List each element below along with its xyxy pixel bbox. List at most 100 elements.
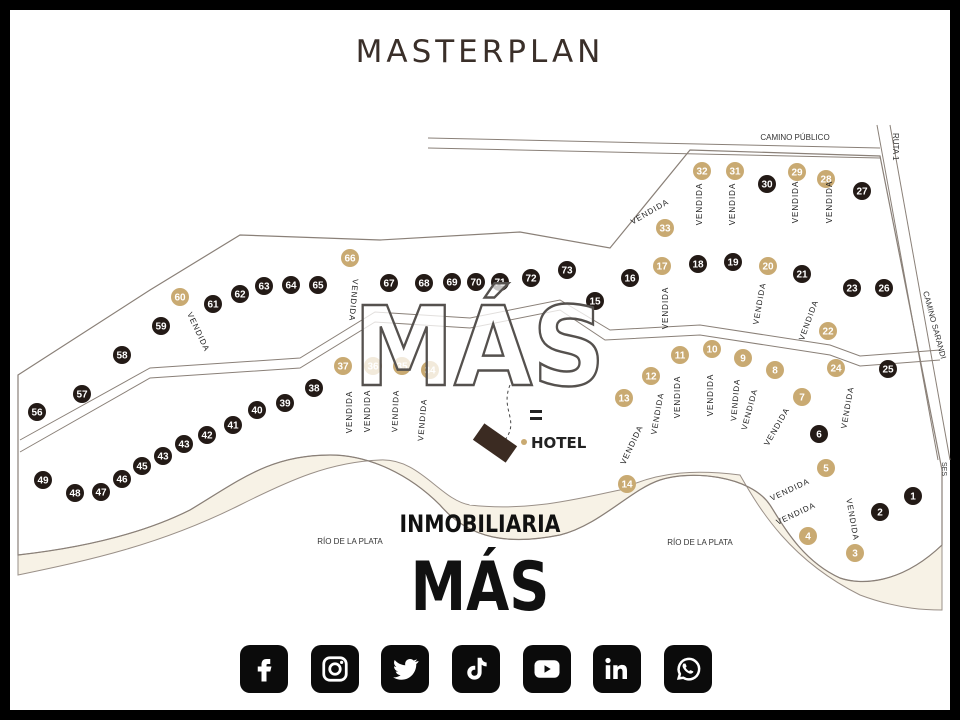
- lot-72[interactable]: 72: [522, 269, 540, 287]
- twitter-icon[interactable]: [381, 645, 430, 693]
- lot-64[interactable]: 64: [282, 276, 300, 294]
- lot-22-sold[interactable]: 22: [819, 322, 837, 340]
- lot-18[interactable]: 18: [689, 255, 707, 273]
- lot-8-sold[interactable]: 8: [766, 361, 784, 379]
- lot-41[interactable]: 41: [224, 416, 242, 434]
- youtube-icon[interactable]: [522, 645, 571, 693]
- lot-20-sold[interactable]: 20: [759, 257, 777, 275]
- lot-24-sold[interactable]: 24: [827, 359, 845, 377]
- lot-number: 32: [696, 167, 708, 178]
- facebook-icon[interactable]: [240, 645, 288, 693]
- lot-69[interactable]: 69: [443, 273, 461, 291]
- lot-9-sold[interactable]: 9: [734, 349, 752, 367]
- internal-road: [19, 299, 941, 441]
- lot-7-sold[interactable]: 7: [793, 388, 811, 406]
- lot-number: 24: [830, 364, 842, 375]
- lot-15[interactable]: 15: [586, 292, 604, 310]
- lot-17-sold[interactable]: 17: [653, 257, 671, 275]
- lot-badge: [656, 219, 674, 237]
- lot-2[interactable]: 2: [871, 503, 889, 521]
- lot-48[interactable]: 48: [66, 484, 84, 502]
- lot-26[interactable]: 26: [875, 279, 893, 297]
- whatsapp-icon[interactable]: [663, 645, 712, 693]
- lot-30[interactable]: 30: [758, 175, 776, 193]
- instagram-icon[interactable]: [310, 645, 359, 693]
- lot-43[interactable]: 43: [175, 435, 193, 453]
- lot-60-sold[interactable]: 60: [171, 288, 189, 306]
- lot-59[interactable]: 59: [152, 317, 170, 335]
- lot-badge: [334, 357, 352, 375]
- lot-46[interactable]: 46: [113, 470, 131, 488]
- lot-43[interactable]: 43: [154, 447, 172, 465]
- lot-number: 11: [675, 351, 686, 362]
- sold-label: VENDIDA: [661, 287, 670, 330]
- lot-65[interactable]: 65: [309, 276, 327, 294]
- lot-37-sold[interactable]: 37: [334, 357, 352, 375]
- lot-45[interactable]: 45: [133, 457, 151, 475]
- lot-32-sold[interactable]: 32: [693, 162, 711, 180]
- lot-badge: [799, 527, 817, 545]
- lot-67[interactable]: 67: [380, 274, 398, 292]
- lot-25[interactable]: 25: [879, 360, 897, 378]
- linkedin-icon[interactable]: [593, 645, 642, 693]
- lot-49[interactable]: 49: [34, 471, 52, 489]
- lot-10-sold[interactable]: 10: [703, 340, 721, 358]
- internal-road-2: [19, 309, 941, 453]
- lot-40[interactable]: 40: [248, 401, 266, 419]
- lot-28-sold[interactable]: 28: [817, 170, 835, 188]
- lot-number: 66: [344, 254, 356, 265]
- lot-63[interactable]: 63: [255, 277, 273, 295]
- tiktok-icon[interactable]: [451, 645, 500, 693]
- lot-4-sold[interactable]: 4: [799, 527, 817, 545]
- lot-29-sold[interactable]: 29: [788, 163, 806, 181]
- lot-57[interactable]: 57: [73, 385, 91, 403]
- lot-23[interactable]: 23: [843, 279, 861, 297]
- lot-badge: [421, 361, 439, 379]
- lot-badge: [282, 276, 300, 294]
- lot-71[interactable]: 71: [491, 273, 509, 291]
- lot-47[interactable]: 47: [92, 483, 110, 501]
- lot-number: 16: [624, 274, 636, 285]
- lot-35-sold[interactable]: 35: [393, 357, 411, 375]
- lot-34-sold[interactable]: 34: [421, 361, 439, 379]
- lot-11-sold[interactable]: 11: [671, 346, 689, 364]
- lot-number: 48: [69, 489, 81, 500]
- lot-number: 64: [285, 281, 297, 292]
- lot-badge: [415, 274, 433, 292]
- lot-61[interactable]: 61: [204, 295, 222, 313]
- lot-number: 4: [805, 532, 811, 543]
- lot-27[interactable]: 27: [853, 182, 871, 200]
- lot-19[interactable]: 19: [724, 253, 742, 271]
- lot-56[interactable]: 56: [28, 403, 46, 421]
- lot-12-sold[interactable]: 12: [642, 367, 660, 385]
- lot-42[interactable]: 42: [198, 426, 216, 444]
- lot-badge: [689, 255, 707, 273]
- sold-label: VENDIDA: [390, 389, 400, 432]
- lot-6[interactable]: 6: [810, 425, 828, 443]
- lot-number: 33: [659, 224, 671, 235]
- lot-13-sold[interactable]: 13: [615, 389, 633, 407]
- lot-badge: [231, 285, 249, 303]
- lot-36-sold[interactable]: 36: [364, 357, 382, 375]
- lot-73[interactable]: 73: [558, 261, 576, 279]
- lot-39[interactable]: 39: [276, 394, 294, 412]
- lot-badge: [341, 249, 359, 267]
- ses-label: SES: [940, 462, 947, 476]
- lot-38[interactable]: 38: [305, 379, 323, 397]
- lot-21[interactable]: 21: [793, 265, 811, 283]
- lot-33-sold[interactable]: 33: [656, 219, 674, 237]
- social-bar: [240, 645, 712, 693]
- lot-3-sold[interactable]: 3: [846, 544, 864, 562]
- lot-14-sold[interactable]: 14: [618, 475, 636, 493]
- sold-label: VENDIDA: [185, 311, 211, 353]
- lot-31-sold[interactable]: 31: [726, 162, 744, 180]
- lot-68[interactable]: 68: [415, 274, 433, 292]
- lot-5-sold[interactable]: 5: [817, 459, 835, 477]
- lot-1[interactable]: 1: [904, 487, 922, 505]
- lot-16[interactable]: 16: [621, 269, 639, 287]
- lot-62[interactable]: 62: [231, 285, 249, 303]
- lot-70[interactable]: 70: [467, 273, 485, 291]
- lot-58[interactable]: 58: [113, 346, 131, 364]
- lot-66-sold[interactable]: 66: [341, 249, 359, 267]
- lot-badge: [819, 322, 837, 340]
